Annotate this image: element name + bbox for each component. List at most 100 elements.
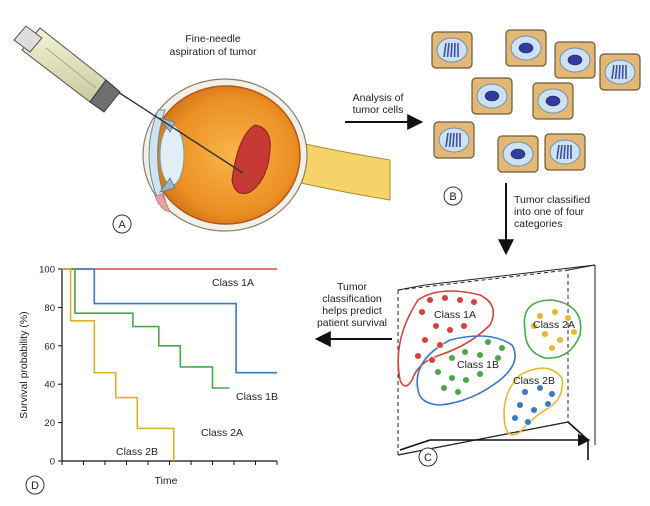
cluster-dot <box>448 354 456 362</box>
series-label-class-1b: Class 1B <box>236 391 278 403</box>
cluster-dot <box>440 384 448 392</box>
cluster-dot <box>511 414 519 422</box>
iris-bottom <box>159 177 176 193</box>
cluster-dot <box>426 296 434 304</box>
cluster-dot <box>446 326 454 334</box>
y-tick-label: 60 <box>44 341 55 352</box>
cluster-dot <box>476 370 484 378</box>
panel-d-badge <box>25 475 45 495</box>
tumor-cell <box>497 135 539 173</box>
panel-b-letter: B <box>449 191 456 203</box>
cluster-dot <box>530 406 538 414</box>
cluster-dot <box>436 341 444 349</box>
y-tick-label: 40 <box>44 380 55 391</box>
cluster-dot <box>494 354 502 362</box>
cluster-dot <box>418 308 426 316</box>
cluster-dot <box>570 328 578 336</box>
cluster-dot <box>541 330 549 338</box>
series-line-class-1b <box>62 268 277 374</box>
cluster-dot <box>448 374 456 382</box>
cluster-dot <box>470 298 478 306</box>
cluster-dot <box>434 368 442 376</box>
arrow-bc-label-line1: Tumor classified <box>514 194 590 206</box>
tumor <box>231 124 271 194</box>
cluster-dot <box>530 322 538 330</box>
panel-c-badge <box>418 447 438 467</box>
series-line-class-2b <box>62 268 175 461</box>
cluster-dot <box>460 322 468 330</box>
tumor-cell <box>554 41 596 79</box>
cluster-dot <box>484 338 492 346</box>
cluster-2b-outline <box>503 367 564 436</box>
tumor-cell <box>505 29 547 67</box>
arrow-ab-label-line1: Analysis of <box>353 92 404 104</box>
arrow-cd-label-line4: patient survival <box>317 317 387 329</box>
cluster-dot <box>414 352 422 360</box>
panel-a-caption-line1: Fine-needle <box>185 33 241 45</box>
series-layer <box>62 268 277 461</box>
panel-a-illustration: Fine-needle aspiration of tumor A <box>13 25 391 234</box>
cluster-dot <box>548 390 556 398</box>
y-axis-label: Survival probability (%) <box>18 311 30 418</box>
cluster-dot <box>556 336 564 344</box>
cluster-dot <box>548 344 556 352</box>
tumor-cell <box>431 31 473 69</box>
cluster-dot <box>462 376 470 384</box>
syringe <box>13 25 121 113</box>
arrow-cd-label-line2: classification <box>322 293 382 305</box>
needle <box>117 91 244 174</box>
cluster-dot <box>456 296 464 304</box>
cluster-2a-outline <box>523 299 582 359</box>
tumor-cell <box>544 133 586 171</box>
cluster-dot <box>454 388 462 396</box>
tumor-cell <box>471 77 513 115</box>
cluster-dot <box>544 400 552 408</box>
cluster-dot <box>421 336 429 344</box>
cluster-dots <box>414 294 578 426</box>
panel-b-tumor-cells <box>431 29 641 173</box>
y-tick-label: 100 <box>39 265 55 276</box>
series-line-class-2a <box>62 268 230 389</box>
cluster-dot <box>461 348 469 356</box>
arrow-ab-label-line2: tumor cells <box>353 104 404 116</box>
cluster-1b-label: Class 1B <box>457 359 499 371</box>
panel-a-badge <box>112 214 132 234</box>
cluster-dot <box>536 384 544 392</box>
lens <box>159 124 185 186</box>
optic-nerve <box>287 139 391 201</box>
arrow-cd-label-line1: Tumor <box>337 281 367 293</box>
panel-a-caption-line2: aspiration of tumor <box>170 46 257 58</box>
series-label-class-2a: Class 2A <box>201 427 243 439</box>
tumor-cell <box>433 121 475 159</box>
panel-c-cluster-cube: Class 1A Class 2A Class 1B Class 2B <box>397 264 596 460</box>
panel-b-badge <box>443 186 463 206</box>
cluster-dot <box>524 418 532 426</box>
ciliary-body <box>154 193 171 213</box>
tumor-cell <box>599 53 641 91</box>
cluster-1a-outline <box>397 290 495 387</box>
cluster-dot <box>564 314 572 322</box>
arrow-cd-label-line3: helps predict <box>322 305 382 317</box>
panel-a-letter: A <box>118 219 126 231</box>
series-label-class-1a: Class 1A <box>212 277 254 289</box>
panel-c-letter: C <box>424 452 432 464</box>
cluster-dot <box>476 351 484 359</box>
x-ticks <box>61 461 278 465</box>
panel-d-letter: D <box>31 480 39 492</box>
cluster-dot <box>521 388 529 396</box>
y-tick-label: 20 <box>44 418 55 429</box>
cluster-dot <box>551 308 559 316</box>
arrow-bc-label-line2: into one of four <box>514 206 585 218</box>
cluster-1a-label: Class 1A <box>434 309 476 321</box>
tumor-cell <box>532 82 574 120</box>
cluster-2a-label: Class 2A <box>533 319 575 331</box>
cluster-dot <box>498 344 506 352</box>
arrow-bc-label-line3: categories <box>514 218 562 230</box>
y-ticks: 0 20 40 60 80 100 <box>39 265 62 468</box>
y-tick-label: 80 <box>44 303 55 314</box>
y-tick-label: 0 <box>50 457 55 468</box>
cluster-dot <box>536 312 544 320</box>
cluster-dot <box>516 401 524 409</box>
